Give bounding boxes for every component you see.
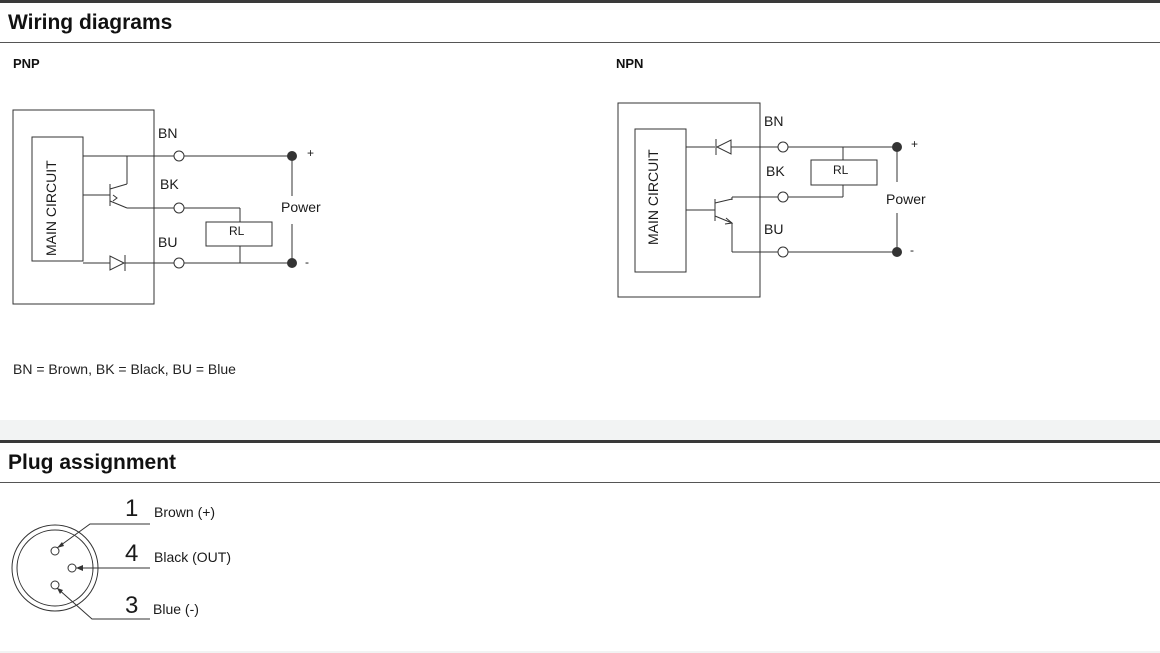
title-divider bbox=[0, 42, 1160, 43]
npn-bk-label: BK bbox=[766, 163, 785, 179]
npn-main-circuit-label: MAIN CIRCUIT bbox=[645, 149, 661, 245]
pnp-bu-label: BU bbox=[158, 234, 177, 250]
wiring-diagrams-section: Wiring diagrams PNP NPN bbox=[0, 0, 1160, 420]
pnp-relay-box bbox=[205, 221, 273, 247]
title-divider bbox=[0, 482, 1160, 483]
pin-4 bbox=[67, 563, 77, 573]
pin-1 bbox=[50, 546, 60, 556]
pnp-housing bbox=[12, 109, 155, 305]
npn-minus-label: - bbox=[910, 243, 914, 257]
npn-diagram: MAIN CIRCUIT BN BK BU RL Power + - bbox=[617, 102, 926, 298]
npn-relay-box bbox=[810, 159, 878, 186]
pin-number-4: 4 bbox=[125, 540, 138, 567]
pin-3 bbox=[50, 580, 60, 590]
pnp-bk-label: BK bbox=[160, 176, 179, 192]
npn-power-label: Power bbox=[886, 191, 926, 207]
pin-number-3: 3 bbox=[125, 592, 138, 619]
pnp-relay-label: RL bbox=[229, 224, 245, 238]
pin-number-1: 1 bbox=[125, 495, 138, 522]
pnp-power-label: Power bbox=[281, 199, 321, 215]
pnp-bn-label: BN bbox=[158, 125, 177, 141]
pnp-main-circuit-box bbox=[31, 136, 84, 262]
npn-bn-label: BN bbox=[764, 113, 783, 129]
npn-bu-label: BU bbox=[764, 221, 783, 237]
pin-label-1: Brown (+) bbox=[154, 504, 215, 520]
npn-plus-label: + bbox=[911, 137, 918, 151]
pnp-plus-label: + bbox=[307, 146, 314, 160]
section-title-plug: Plug assignment bbox=[8, 451, 177, 474]
pnp-title: PNP bbox=[13, 56, 40, 71]
plug-assignment-section: Plug assignment 1 Brown (+) 4 Black (OUT… bbox=[0, 440, 1160, 651]
pin-label-4: Black (OUT) bbox=[154, 549, 231, 565]
npn-relay-label: RL bbox=[833, 163, 849, 177]
color-legend: BN = Brown, BK = Black, BU = Blue bbox=[13, 361, 236, 377]
npn-main-circuit-box bbox=[634, 128, 687, 273]
section-title-wiring: Wiring diagrams bbox=[8, 11, 173, 34]
pnp-minus-label: - bbox=[305, 255, 309, 269]
npn-housing bbox=[617, 102, 761, 298]
pnp-diagram: MAIN CIRCUIT BN BK BU RL Power + - bbox=[12, 109, 321, 305]
pnp-main-circuit-label: MAIN CIRCUIT bbox=[43, 160, 59, 256]
plug-pinout-diagram: 1 Brown (+) 4 Black (OUT) 3 Blue (-) bbox=[11, 495, 231, 620]
npn-title: NPN bbox=[616, 56, 644, 71]
pin-label-3: Blue (-) bbox=[153, 601, 199, 617]
